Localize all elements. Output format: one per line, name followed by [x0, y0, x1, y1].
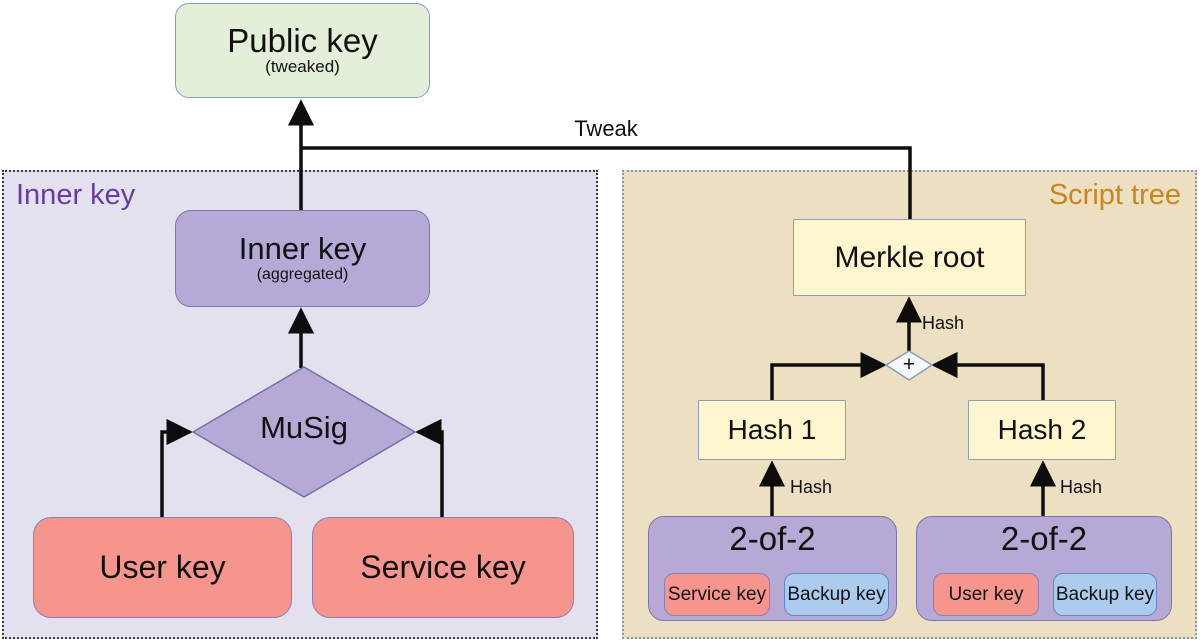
hash2-node: Hash 2 — [968, 400, 1116, 460]
inner-key-title: Inner key — [238, 231, 367, 267]
root-hash-edge-label: Hash — [922, 313, 965, 333]
leaf1-title: 2-of-2 — [729, 520, 816, 557]
leaf1-service-key-chip: Service key — [664, 573, 770, 616]
script-tree-panel-title: Script tree — [1048, 179, 1181, 211]
inner-key-panel-title: Inner key — [16, 179, 136, 211]
leaf1-backup-key-chip: Backup key — [784, 573, 889, 616]
public-key-title: Public key — [227, 21, 378, 59]
leaf2-user-key-chip: User key — [933, 573, 1039, 616]
public-key-subtitle: (tweaked) — [265, 57, 340, 77]
plus-diamond-label: + — [902, 353, 916, 376]
musig-diamond-label: MuSig — [260, 410, 348, 445]
inner-key-subtitle: (aggregated) — [256, 265, 349, 283]
leaf1-2of2-node: 2-of-2 Service key Backup key — [648, 516, 897, 621]
hash2-edge-label: Hash — [1060, 477, 1103, 497]
inner-key-node: Inner key (aggregated) — [175, 210, 430, 307]
hash1-edge-label: Hash — [790, 477, 833, 497]
hash1-node: Hash 1 — [698, 400, 846, 460]
user-key-node: User key — [33, 517, 292, 618]
merkle-root-node: Merkle root — [793, 219, 1026, 296]
leaf2-2of2-node: 2-of-2 User key Backup key — [916, 516, 1172, 621]
service-key-node: Service key — [312, 517, 574, 618]
tweak-edge-label: Tweak — [574, 116, 638, 141]
leaf2-title: 2-of-2 — [1000, 520, 1088, 557]
leaf2-backup-key-chip: Backup key — [1053, 573, 1157, 616]
public-key-node: Public key (tweaked) — [175, 3, 430, 98]
